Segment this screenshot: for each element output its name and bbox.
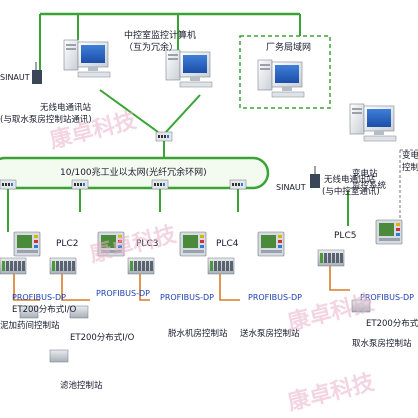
et200-module-3: [49, 349, 69, 363]
edge-label-line1: 变电: [402, 150, 418, 161]
profibus-label-4: PROFIBUS-DP: [248, 293, 302, 302]
ring-switch-2-icon: [71, 179, 89, 190]
station-filter-label: 滤池控制站: [60, 380, 103, 391]
monitor-computer-1-icon: [63, 39, 111, 78]
hmi-panel-5-icon: [375, 219, 403, 245]
lan-computer-icon: [257, 59, 305, 98]
et200-label-3: ET200分布式I/O: [366, 318, 418, 329]
station-dewater-label: 脱水机房控制站: [168, 328, 228, 339]
lan-box: [239, 35, 331, 109]
hmi-panel-4-icon: [257, 231, 285, 257]
et200-module-4: [351, 299, 371, 313]
watermark-4: 康卓科技: [285, 369, 378, 416]
ring-switch-1-icon: [0, 179, 17, 190]
profibus-line-3: [139, 274, 150, 301]
right-radio-line2: (与中控室通讯): [322, 186, 380, 197]
left-radio-line1: 无线电通讯站: [40, 102, 92, 113]
sinaut-modem-icon: [32, 70, 42, 84]
edge-label-line2: 控制: [402, 162, 418, 173]
substation-line2: 监控系统: [352, 180, 387, 191]
profibus-label-1: PROFIBUS-DP: [12, 293, 66, 302]
profibus-label-2: PROFIBUS-DP: [96, 289, 150, 298]
center-title-line1: 中控室监控计算机: [124, 29, 196, 41]
ethernet-ring: [0, 156, 270, 190]
profibus-line-2: [61, 274, 90, 301]
ring-label: 10/100兆工业以太网(光纤冗余环网): [60, 166, 207, 178]
station-pump-send-label: 送水泵房控制站: [240, 328, 300, 339]
profibus-line-5: [329, 266, 350, 291]
substation-line1: 变电站: [352, 168, 378, 179]
left-radio-line2: (与取水泵房控制站通讯): [0, 114, 92, 125]
monitor-computer-2-icon: [165, 49, 213, 88]
station-pump-take-label: 取水泵房控制站: [352, 338, 412, 349]
et200-label-1: ET200分布式I/O: [12, 304, 77, 315]
et200-module-2: [69, 305, 89, 319]
profibus-label-5: PROFIBUS-DP: [360, 293, 414, 302]
hmi-panel-3-icon: [179, 231, 207, 257]
plc-rack-4-icon: [207, 257, 235, 275]
right-sinaut-label: SINAUT: [276, 183, 306, 192]
ring-switch-4-icon: [229, 179, 247, 190]
substation-computer-icon: [349, 103, 397, 142]
center-title-line2: （互为冗余）: [124, 41, 178, 53]
pc2-to-switch: [165, 94, 201, 133]
pc-to-switch: [99, 89, 159, 133]
ring-switch-3-icon: [151, 179, 169, 190]
core-switch-icon: [155, 131, 173, 142]
substation-dashed-box: [399, 149, 418, 220]
profibus-line-4: [219, 274, 240, 301]
plc4-label: PLC4: [216, 239, 239, 249]
right-radio-line1: 无线电通讯站: [324, 174, 376, 185]
et200-label-2: ET200分布式I/O: [70, 332, 135, 343]
plc3-label: PLC3: [136, 239, 158, 249]
profibus-line-1: [13, 274, 40, 301]
et200-module-1: [19, 305, 39, 319]
station-chem-label: 泥加药间控制站: [0, 320, 60, 331]
plc-rack-2-icon: [49, 257, 77, 275]
plc-rack-3-icon: [127, 257, 155, 275]
right-sinaut-modem-icon: [310, 174, 320, 188]
plc-rack-5-icon: [317, 249, 345, 267]
lan-label: 厂务局域网: [266, 41, 311, 53]
hmi-panel-1-icon: [13, 231, 41, 257]
profibus-label-3: PROFIBUS-DP: [160, 293, 214, 302]
plc2-label: PLC2: [56, 239, 78, 249]
plc5-label: PLC5: [334, 231, 356, 241]
plc-rack-1-icon: [0, 257, 27, 275]
left-sinaut-label: SINAUT: [0, 73, 30, 82]
